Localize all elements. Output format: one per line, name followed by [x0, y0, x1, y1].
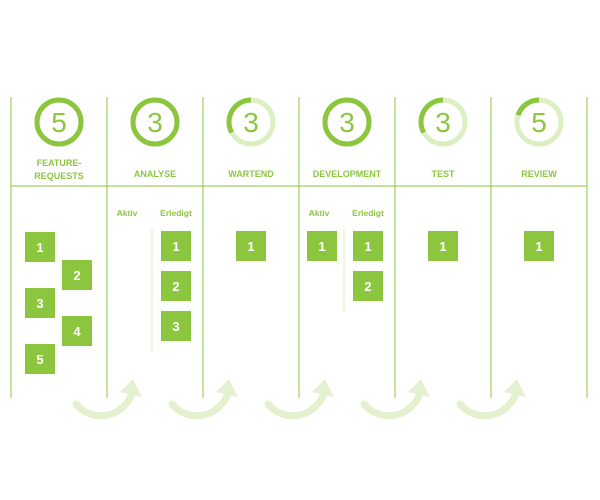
card-number: 3 — [36, 296, 43, 311]
card-number: 2 — [73, 268, 80, 283]
card-list: 1 2 3 — [161, 231, 191, 341]
card-number: 1 — [36, 240, 43, 255]
kanban-card[interactable]: 4 — [62, 316, 92, 346]
kanban-card[interactable]: 1 — [524, 231, 554, 261]
card-body — [307, 231, 337, 261]
flow-arrows — [72, 379, 526, 419]
kanban-card[interactable]: 5 — [25, 344, 55, 374]
card-number: 1 — [318, 239, 325, 254]
sub-label-aktiv: Aktiv — [309, 208, 330, 218]
card-body — [25, 344, 55, 374]
counter-progress — [322, 97, 372, 147]
card-body — [353, 271, 383, 301]
column-title: WARTEND — [228, 169, 274, 179]
wip-counter: 3 — [226, 97, 276, 147]
card-number: 1 — [172, 239, 179, 254]
flow-arrow — [360, 379, 430, 419]
card-number: 3 — [172, 319, 179, 334]
flow-arrow — [168, 379, 238, 419]
card-body — [236, 231, 266, 261]
card-body — [353, 231, 383, 261]
card-body — [428, 231, 458, 261]
wip-counter: 3 — [322, 97, 372, 147]
card-number: 2 — [364, 279, 371, 294]
card-list: 1 1 2 — [307, 231, 383, 301]
wip-counter: 3 — [418, 97, 468, 147]
wip-counter: 5 — [34, 97, 84, 147]
counter-value: 5 — [531, 107, 547, 138]
sub-label-aktiv: Aktiv — [117, 208, 138, 218]
card-list: 1 — [236, 231, 266, 261]
card-number: 1 — [439, 239, 446, 254]
card-body — [161, 271, 191, 301]
kanban-card[interactable]: 3 — [25, 288, 55, 318]
card-body — [62, 260, 92, 290]
card-number: 1 — [535, 239, 542, 254]
card-body — [25, 232, 55, 262]
column-title: TEST — [431, 169, 455, 179]
kanban-card[interactable]: 2 — [353, 271, 383, 301]
column-title: REQUESTS — [34, 171, 84, 181]
card-list: 1 2 3 4 5 — [25, 232, 92, 374]
counter-value: 5 — [51, 107, 67, 138]
column-title: ANALYSE — [134, 169, 176, 179]
sub-label-erledigt: Erledigt — [352, 208, 384, 218]
card-number: 1 — [247, 239, 254, 254]
kanban-card[interactable]: 3 — [161, 311, 191, 341]
counter-progress — [226, 97, 252, 134]
kanban-card[interactable]: 1 — [236, 231, 266, 261]
card-body — [25, 288, 55, 318]
kanban-card[interactable]: 2 — [161, 271, 191, 301]
wip-counter: 3 — [130, 97, 180, 147]
column-title: FEATURE- — [37, 158, 82, 168]
column-dividers — [10, 97, 588, 398]
card-number: 2 — [172, 279, 179, 294]
counter-value: 3 — [339, 107, 355, 138]
kanban-card[interactable]: 2 — [62, 260, 92, 290]
kanban-card[interactable]: 1 — [353, 231, 383, 261]
card-body — [524, 231, 554, 261]
card-list: 1 — [428, 231, 458, 261]
counter-value: 3 — [435, 107, 451, 138]
card-number: 5 — [36, 352, 43, 367]
flow-arrow — [456, 379, 526, 419]
sub-label-erledigt: Erledigt — [160, 208, 192, 218]
column-title: REVIEW — [521, 169, 557, 179]
counter-value: 3 — [243, 107, 259, 138]
counter-progress — [515, 97, 540, 117]
flow-arrow — [264, 379, 334, 419]
counter-progress — [418, 97, 444, 134]
column-title: DEVELOPMENT — [313, 169, 382, 179]
card-body — [161, 231, 191, 261]
counter-progress — [34, 97, 84, 147]
counter-progress — [130, 97, 180, 147]
wip-counter: 5 — [514, 97, 564, 147]
kanban-card[interactable]: 1 — [25, 232, 55, 262]
card-body — [62, 316, 92, 346]
card-number: 4 — [73, 324, 81, 339]
card-body — [161, 311, 191, 341]
kanban-card[interactable]: 1 — [161, 231, 191, 261]
kanban-card[interactable]: 1 — [307, 231, 337, 261]
counter-value: 3 — [147, 107, 163, 138]
card-number: 1 — [364, 239, 371, 254]
kanban-card[interactable]: 1 — [428, 231, 458, 261]
flow-arrow — [72, 379, 142, 419]
card-list: 1 — [524, 231, 554, 261]
